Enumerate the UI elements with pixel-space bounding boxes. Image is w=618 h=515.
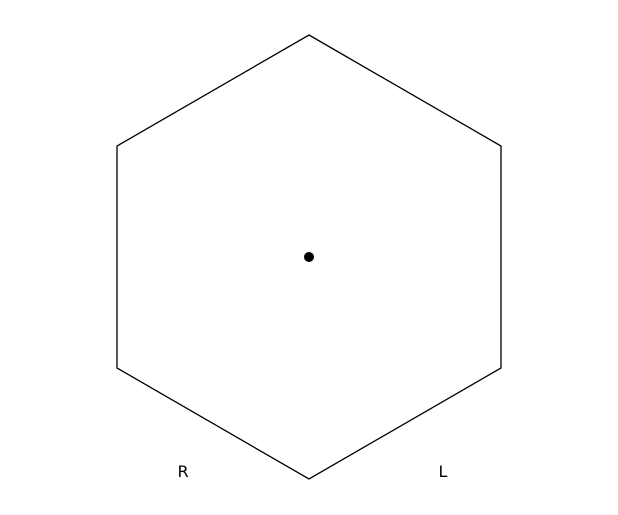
hexagon-outline <box>116 34 502 480</box>
center-point <box>304 252 314 262</box>
label-l: L <box>439 462 448 481</box>
label-r: R <box>177 462 188 481</box>
